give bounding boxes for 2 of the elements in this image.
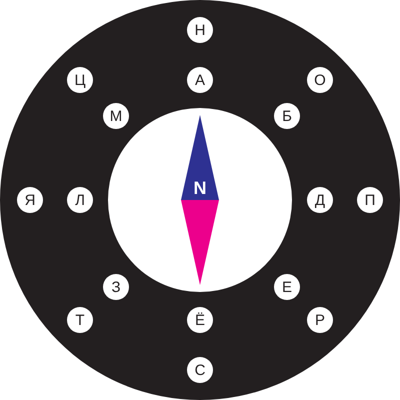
compass-needle bbox=[181, 115, 219, 285]
north-letter: N bbox=[194, 179, 206, 197]
